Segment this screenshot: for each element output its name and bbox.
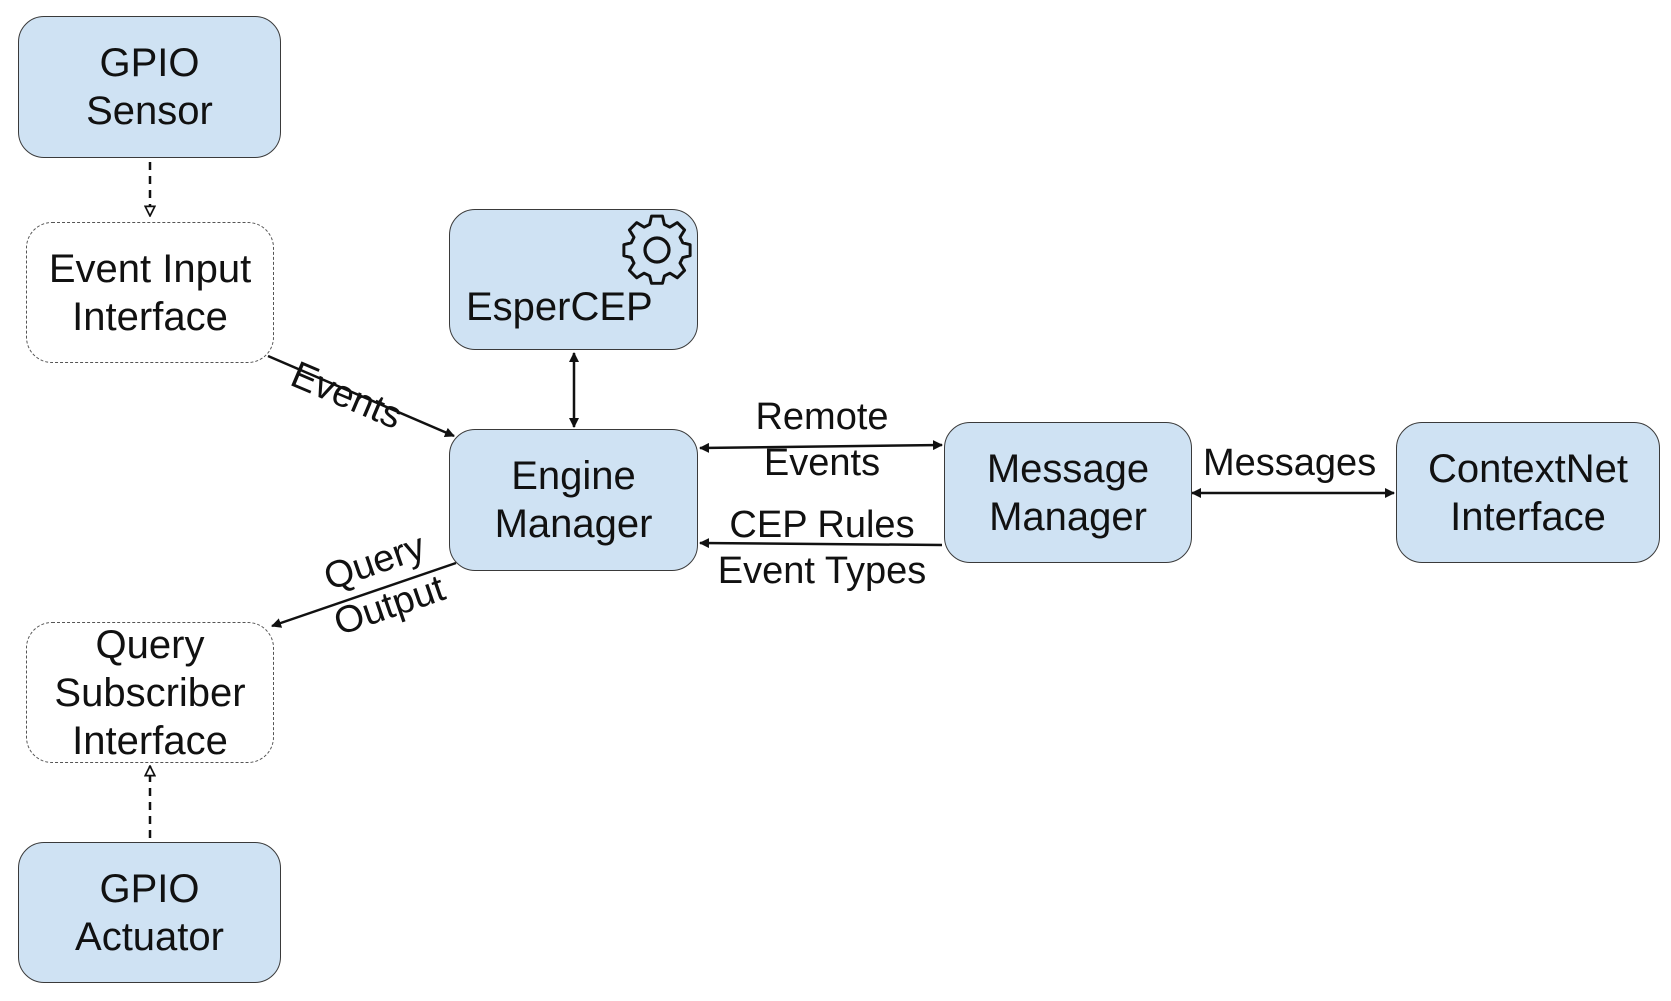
- gear-icon: [622, 214, 692, 285]
- query-subscriber-line-2: Subscriber: [54, 670, 246, 715]
- edge-query-output: [271, 561, 457, 628]
- engine-manager-line-1: Engine: [511, 454, 636, 498]
- engine-manager-line-2: Manager: [494, 502, 653, 546]
- gpio-sensor-line-1: GPIO: [99, 41, 200, 85]
- event-input-line-1: Event Input: [48, 246, 252, 291]
- cep-rules-line-2: Event Types: [717, 550, 927, 592]
- event-input-line-2: Interface: [72, 294, 228, 339]
- espercep-node: EsperCEP: [449, 209, 698, 350]
- contextnet-interface-node: ContextNet Interface: [1396, 422, 1660, 563]
- gpio-sensor-node: GPIO Sensor: [18, 16, 281, 158]
- remote-events-line-2: Events: [763, 442, 881, 484]
- remote-events-line-1: Remote: [755, 396, 889, 438]
- edge-events: [267, 354, 455, 438]
- message-manager-node: Message Manager: [944, 422, 1192, 563]
- espercep-label: EsperCEP: [466, 285, 653, 329]
- edge-cep-rules: [699, 538, 943, 549]
- cep-rules-line-1: CEP Rules: [729, 504, 915, 546]
- edge-label-messages: Messages: [1203, 442, 1377, 484]
- gpio-actuator-line-2: Actuator: [75, 914, 224, 959]
- query-subscriber-line-3: Interface: [72, 718, 228, 763]
- engine-manager-node: Engine Manager: [449, 429, 698, 571]
- query-subscriber-line-1: Query: [95, 622, 205, 667]
- contextnet-line-1: ContextNet: [1427, 446, 1629, 491]
- gpio-sensor-line-2: Sensor: [86, 89, 213, 133]
- edge-remote-events: [699, 440, 943, 453]
- gpio-actuator-line-1: GPIO: [99, 866, 200, 911]
- edge-label-remote-events: Remote Events: [720, 394, 924, 486]
- message-manager-line-2: Manager: [989, 494, 1147, 539]
- event-input-interface-node: Event Input Interface: [26, 222, 274, 363]
- gpio-actuator-node: GPIO Actuator: [18, 842, 281, 983]
- edge-label-cep-rules: CEP Rules Event Types: [700, 502, 944, 594]
- message-manager-line-1: Message: [986, 446, 1150, 491]
- contextnet-line-2: Interface: [1450, 494, 1606, 539]
- query-subscriber-interface-node: Query Subscriber Interface: [26, 622, 274, 763]
